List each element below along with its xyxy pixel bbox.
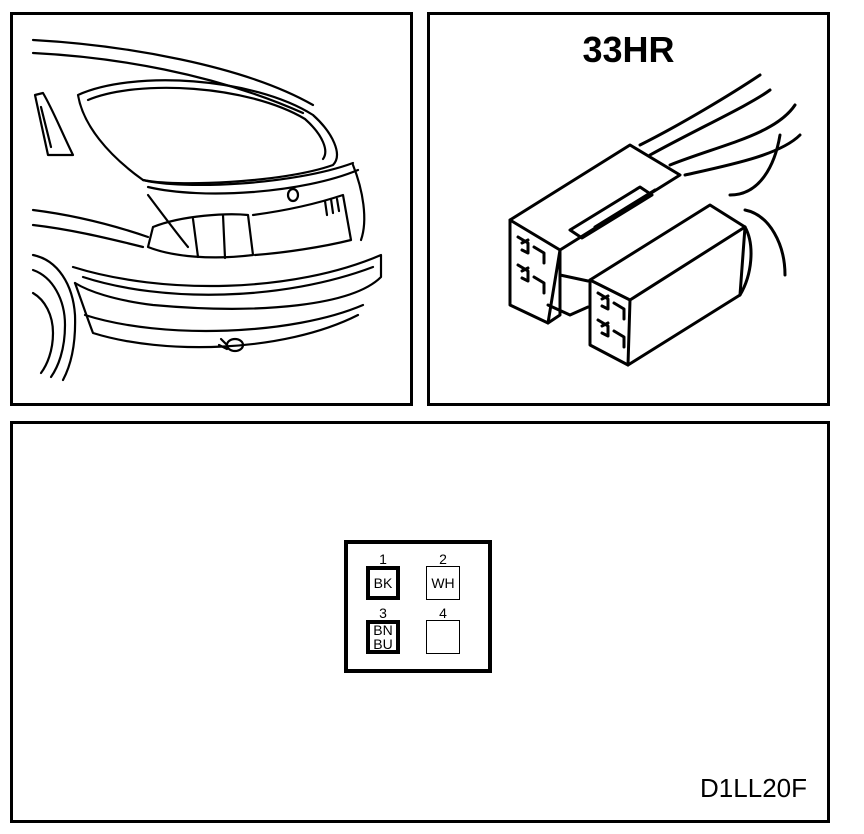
pin-1: 1 BK [366,552,400,600]
wire-color-label: WH [431,575,455,591]
pin-number: 4 [439,605,447,621]
pin-number: 2 [439,551,447,567]
pin-2: 2 WH [426,552,460,600]
pinout-panel: 1 BK 2 WH 3 BN BU 4 D1LL20F [10,421,830,823]
pin-number: 3 [379,605,387,621]
pin-3: 3 BN BU [366,606,400,654]
connector-illustration [508,73,802,367]
pin-4: 4 [426,606,460,654]
pin-cell-empty [426,620,460,654]
pin-cell: BN BU [366,620,400,654]
car-rear-view-panel [10,12,413,406]
pin-cell: WH [426,566,460,600]
connector-pinout-diagram: 1 BK 2 WH 3 BN BU 4 [344,540,492,673]
wire-color-label-2: BU [373,636,393,652]
connector-name: 33HR [582,29,675,70]
pin-cell: BK [366,566,400,600]
connector-view-panel: 33HR [427,12,830,406]
figure-reference: D1LL20F [700,773,807,803]
pin-number: 1 [379,551,387,567]
wire-color-label: BK [373,575,393,591]
wire-color-label: BN [373,622,393,638]
car-rear-illustration [31,38,383,382]
